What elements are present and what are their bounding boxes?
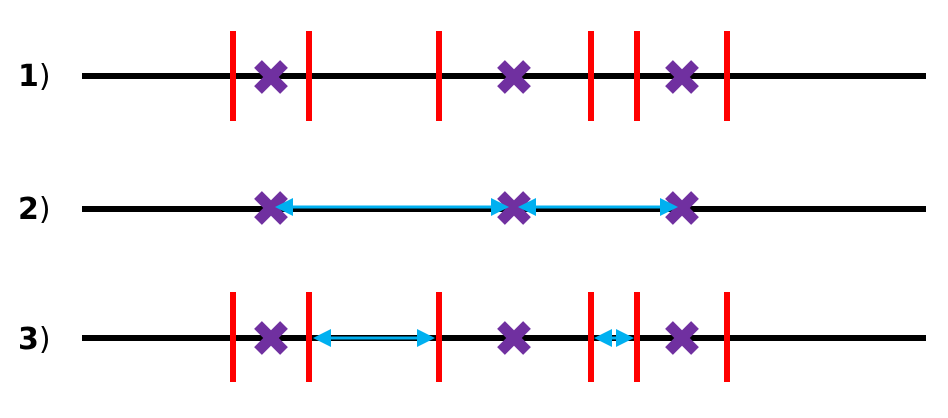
row-2: 2) <box>18 191 926 227</box>
cross-marker-icon <box>497 321 531 355</box>
row-2-label: 2) <box>18 192 51 227</box>
cross-marker-icon <box>665 60 699 94</box>
row-1-label: 1) <box>18 59 51 94</box>
cross-marker-icon <box>254 60 288 94</box>
row-3: 3) <box>18 292 926 382</box>
cross-marker-icon <box>665 321 699 355</box>
cross-marker-icon <box>497 60 531 94</box>
row-3-label: 3) <box>18 322 51 357</box>
row-1: 1) <box>18 31 926 121</box>
cross-marker-icon <box>254 321 288 355</box>
